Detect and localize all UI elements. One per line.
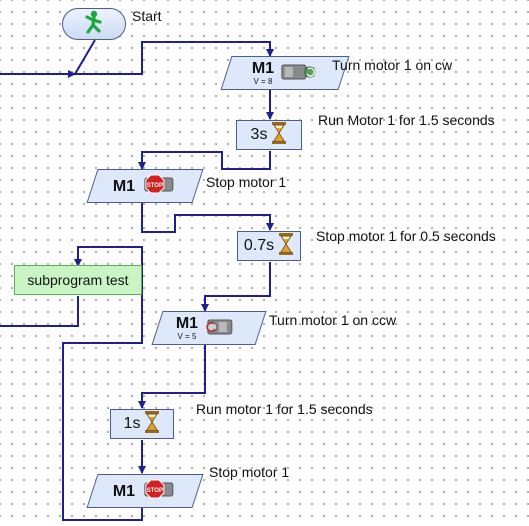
- motor-icon: [280, 60, 318, 87]
- motor-icon: [204, 315, 242, 342]
- wait-time: 1s: [123, 415, 141, 432]
- wire-to-motor-ccw: [201, 262, 271, 312]
- comment-stop-1: Stop motor 1: [206, 174, 287, 190]
- comment-motor-ccw: Turn motor 1 on ccw: [269, 312, 397, 328]
- motor-velocity: V = 5: [177, 331, 197, 341]
- hourglass-icon: [278, 232, 294, 261]
- wire-to-wait-07s: [141, 201, 274, 233]
- wire-start-out: [74, 39, 96, 75]
- hourglass-icon: [144, 410, 160, 439]
- wait-block-07s[interactable]: 0.7s: [237, 231, 301, 261]
- hourglass-icon: [271, 121, 287, 150]
- motor-name: M1: [175, 314, 199, 332]
- subprogram-block[interactable]: subprogram test: [14, 265, 142, 295]
- wait-block-1s[interactable]: 1s: [110, 409, 174, 439]
- stop-sign-motor-icon: STOP: [141, 478, 177, 505]
- stop-block-1[interactable]: M1 STOP: [86, 169, 204, 203]
- comment-wait-07s: Stop motor 1 for 0.5 seconds: [316, 228, 496, 244]
- stop-block-2[interactable]: M1 STOP: [86, 474, 204, 508]
- start-label: Start: [132, 8, 162, 24]
- wait-time: 3s: [250, 126, 268, 143]
- start-block[interactable]: [62, 8, 126, 40]
- comment-motor-cw: Turn motor 1 on cw: [332, 57, 453, 73]
- svg-text:STOP: STOP: [147, 488, 163, 494]
- wait-time: 0.7s: [243, 237, 275, 254]
- motor-name: M1: [112, 482, 136, 499]
- motor-velocity: V = 8: [253, 76, 273, 86]
- comment-stop-2: Stop motor 1: [209, 464, 290, 480]
- wait-block-3s[interactable]: 3s: [236, 120, 302, 150]
- motor-name: M1: [251, 59, 275, 77]
- comment-wait-1s: Run motor 1 for 1.5 seconds: [196, 401, 373, 417]
- wire-stop-2-out: [62, 246, 143, 521]
- walking-green-man-icon: [81, 9, 107, 40]
- wire-to-stop-1: [138, 151, 271, 170]
- motor-block-cw[interactable]: M1 V = 8: [220, 56, 350, 90]
- wire-to-wait-1s: [138, 345, 206, 409]
- wire-to-motor-cw: [75, 41, 274, 75]
- svg-text:STOP: STOP: [147, 183, 163, 189]
- motor-block-ccw[interactable]: M1 V = 5: [151, 311, 267, 345]
- comment-wait-3s: Run Motor 1 for 1.5 seconds: [318, 112, 495, 128]
- motor-name: M1: [112, 177, 136, 194]
- stop-sign-motor-icon: STOP: [141, 173, 177, 200]
- wire-subprogram-out: [0, 296, 79, 327]
